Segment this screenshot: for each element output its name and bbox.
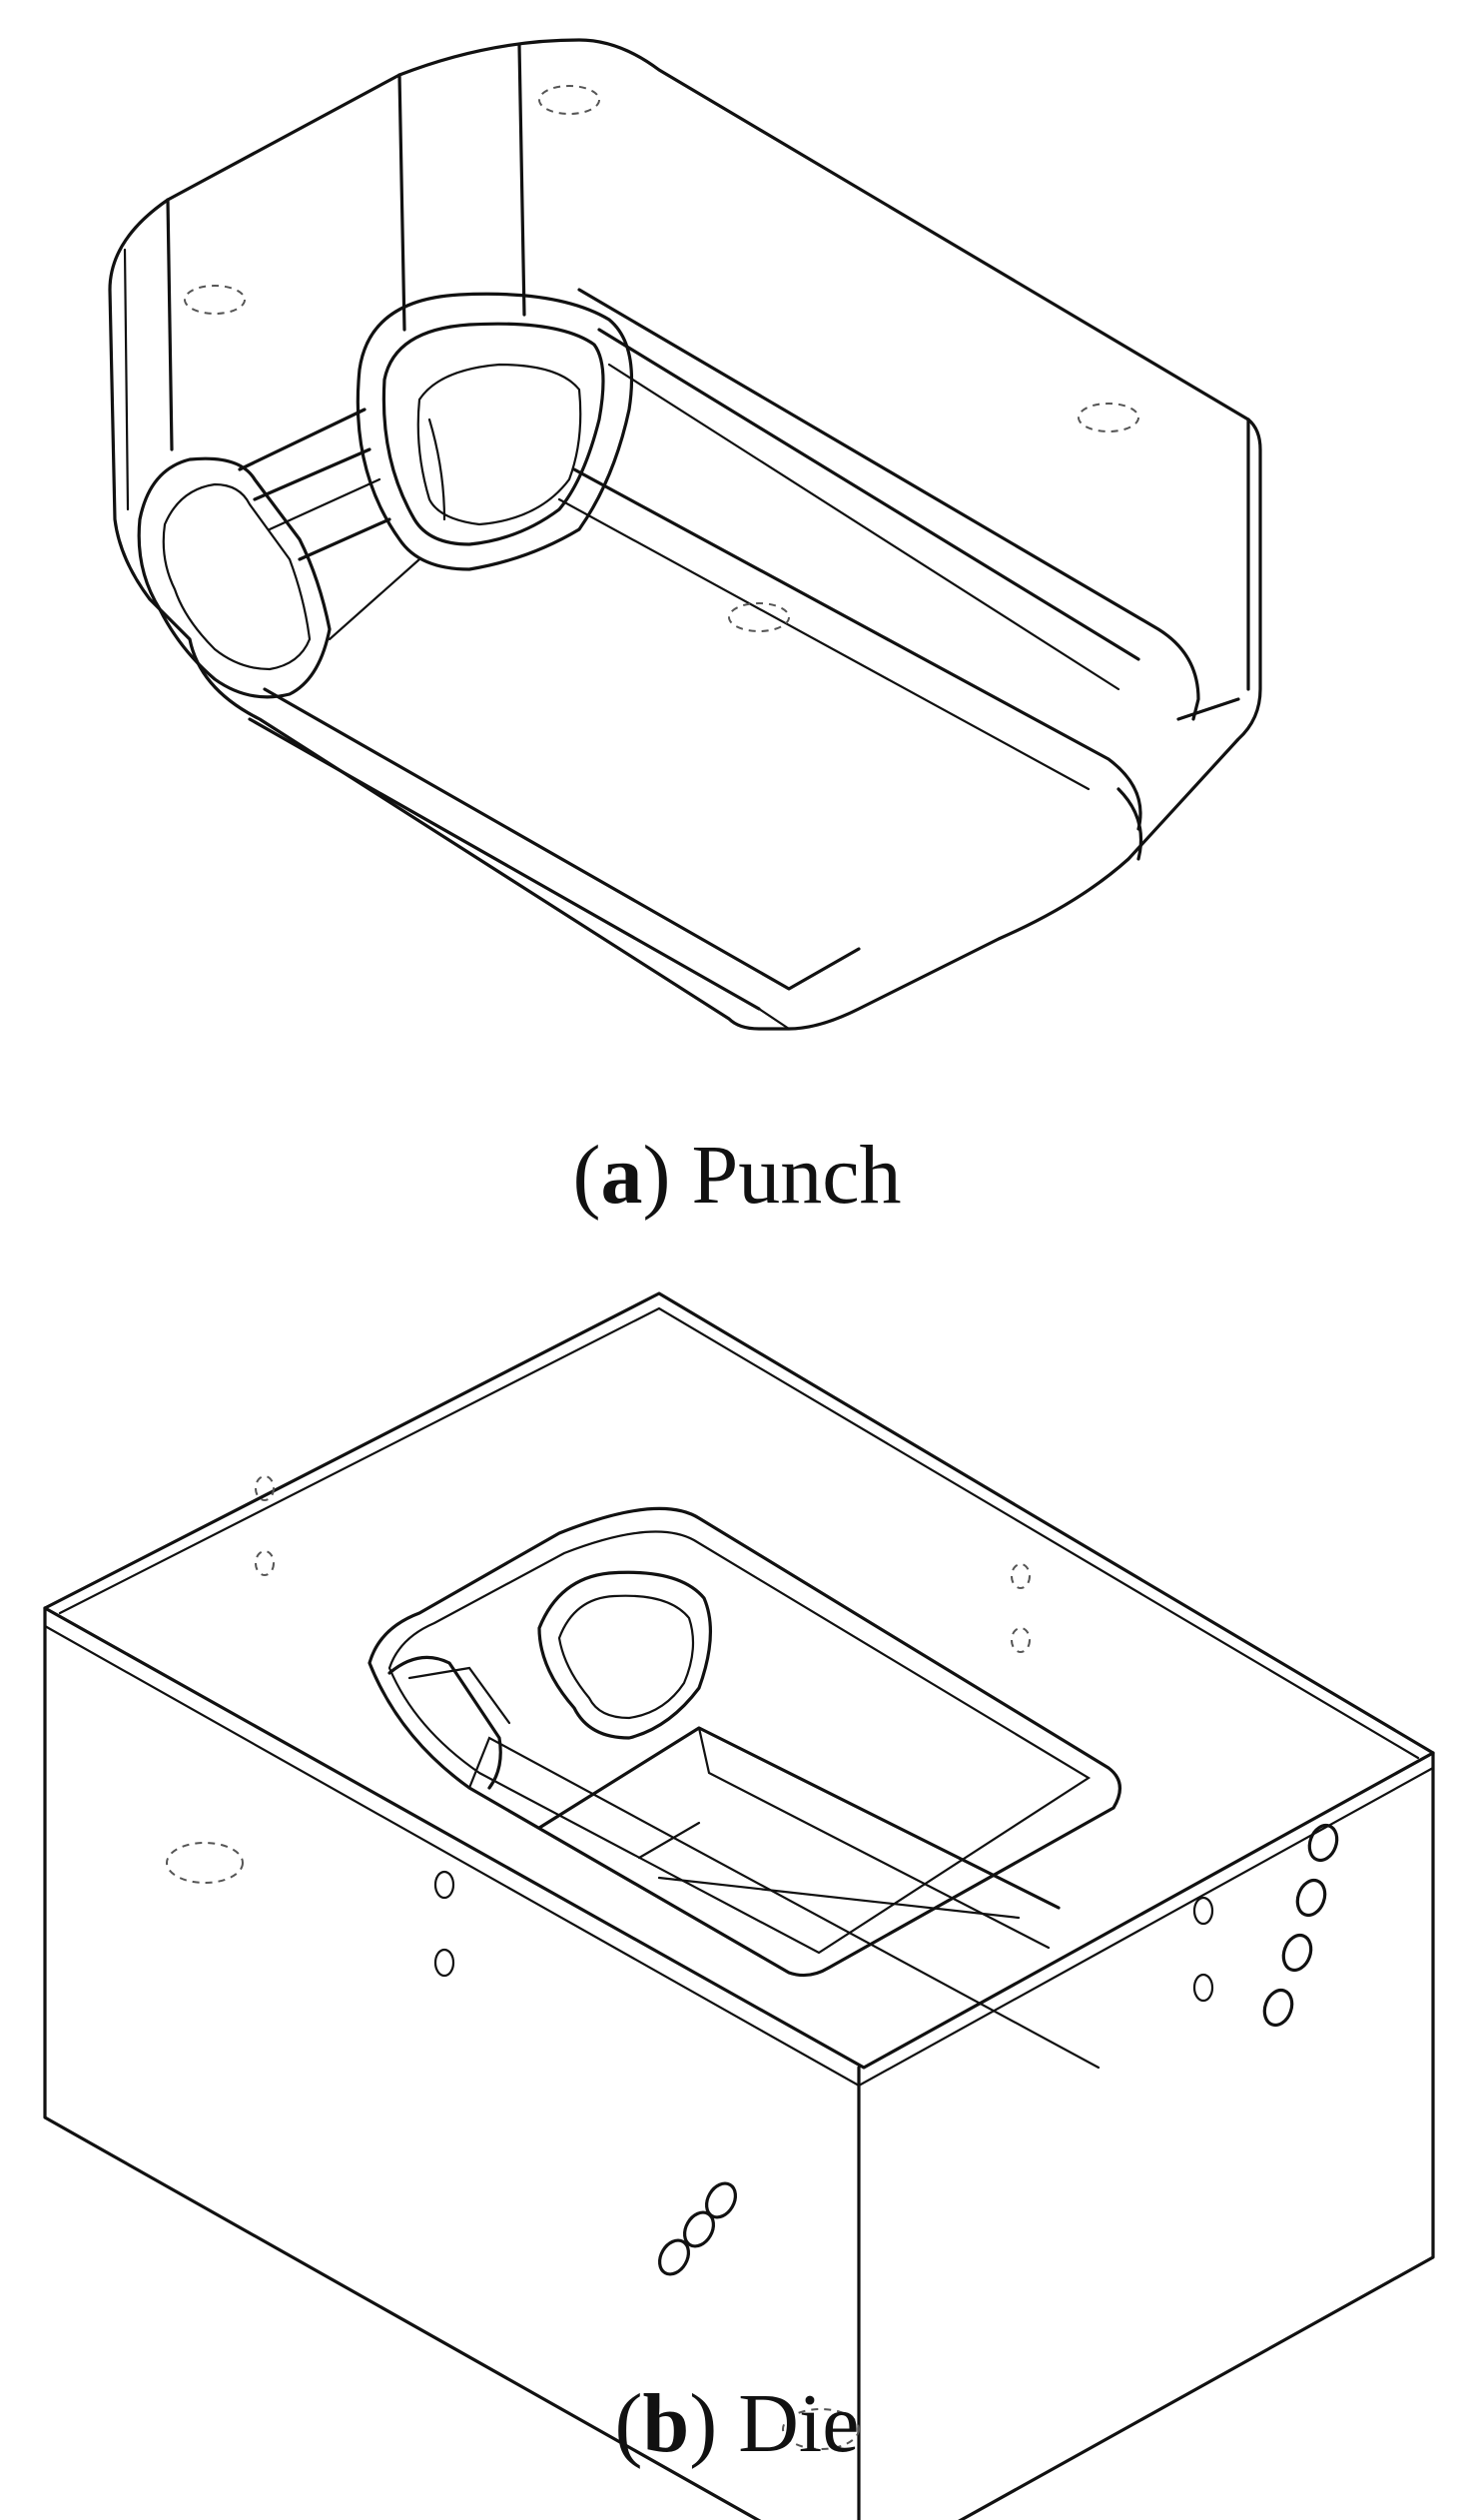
die-cavity-inner <box>387 1530 1092 1955</box>
die-hole <box>433 1948 455 1978</box>
edge-line <box>572 467 1142 831</box>
die-hole <box>657 2238 691 2276</box>
die-pocket-inner <box>557 1594 695 1720</box>
die-front-face <box>43 1606 861 2520</box>
edge-line <box>577 288 1200 721</box>
hidden-hole <box>184 285 246 315</box>
edge-line <box>517 43 526 317</box>
die-top-face <box>43 1291 1435 2070</box>
die-hole <box>1192 1973 1214 2003</box>
edge-line <box>328 557 421 641</box>
edge-line <box>397 73 406 332</box>
die-cavity-outer <box>368 1506 1121 1978</box>
edge-line <box>58 1306 1420 1760</box>
edge-line <box>1116 787 1143 861</box>
punch-outline <box>108 38 1262 1031</box>
hidden-hole <box>538 85 600 115</box>
die-hole <box>1262 1988 1294 2028</box>
punch-pocket-floor <box>416 363 582 526</box>
hidden-hole <box>782 2408 860 2450</box>
edge-line <box>123 248 130 511</box>
caption-letter: a <box>600 1129 643 1222</box>
hidden-hole <box>1078 403 1139 432</box>
hidden-hole <box>728 602 790 632</box>
die-figure <box>0 1268 1474 2520</box>
caption-label: Die <box>738 2377 860 2470</box>
punch-figure: (a) Punch <box>0 0 1474 1218</box>
caption-die: (b) Die <box>614 2377 860 2470</box>
hidden-hole <box>1011 1563 1031 1589</box>
edge-line <box>697 1726 1051 1950</box>
edge-line <box>607 363 1120 691</box>
hidden-hole <box>255 1550 275 1576</box>
caption-punch: (a) Punch <box>572 1129 902 1222</box>
edge-line <box>597 328 1140 661</box>
edge-line <box>298 517 391 561</box>
die-hole <box>1192 1896 1214 1926</box>
punch-pocket-outer <box>356 292 634 571</box>
edge-line <box>263 687 861 991</box>
edge-line <box>407 1666 511 1725</box>
caption-label: Punch <box>691 1129 902 1222</box>
die-hole <box>1281 1933 1313 1973</box>
punch-small-pocket-inner <box>162 482 312 671</box>
edge-line <box>757 1007 791 1031</box>
punch-pocket-inner <box>381 322 605 546</box>
caption-letter: b <box>642 2377 690 2470</box>
die-right-face <box>958 1751 1435 2520</box>
die-small-pocket <box>387 1655 502 1790</box>
punch-small-pocket <box>137 456 332 699</box>
edge-line <box>166 198 174 451</box>
edge-line <box>253 447 371 501</box>
edge-line <box>43 1624 1435 2088</box>
edge-line <box>268 477 381 531</box>
hidden-hole <box>255 1475 275 1501</box>
die-pocket <box>537 1570 712 1740</box>
die-hole <box>433 1870 455 1900</box>
edge-line <box>238 408 367 471</box>
edge-line <box>427 418 446 521</box>
edge-line <box>248 717 761 1011</box>
edge-line <box>467 1736 1101 2070</box>
edge-line <box>557 497 1091 791</box>
die-hole <box>1307 1823 1339 1863</box>
punch-drawing <box>108 38 1262 1031</box>
die-hole <box>1295 1878 1327 1918</box>
die-hole <box>704 2181 738 2219</box>
hidden-hole <box>166 1842 244 1884</box>
edge-line <box>1176 697 1240 721</box>
edge-line <box>657 1876 1021 1920</box>
edge-line <box>637 1821 701 1860</box>
die-drawing <box>43 1291 1435 2520</box>
hidden-hole <box>1011 1627 1031 1653</box>
